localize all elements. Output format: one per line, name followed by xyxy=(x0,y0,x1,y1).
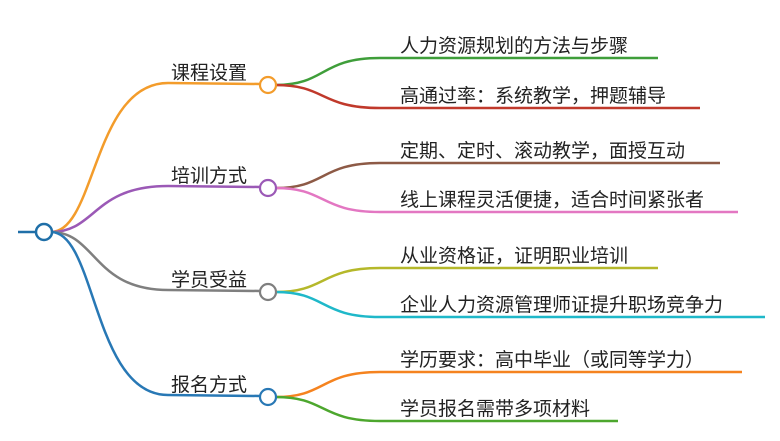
branch-underline-4 xyxy=(167,393,261,398)
branch-underline-2 xyxy=(167,184,261,189)
branch-connector-4 xyxy=(50,230,169,397)
branch-node-1[interactable] xyxy=(258,75,278,95)
leaf-connector-3-1 xyxy=(275,266,381,294)
leaf-connector-4-1 xyxy=(275,370,381,399)
leaf-connector-3-2 xyxy=(275,290,381,319)
mind-map-edges xyxy=(18,56,765,423)
branch-underline-1 xyxy=(167,81,261,86)
leaf-connector-4-2 xyxy=(275,395,381,423)
leaf-connector-2-1 xyxy=(275,161,381,190)
leaf-label-1-2: 高通过率：系统教学，押题辅导 xyxy=(400,85,666,107)
branch-node-3[interactable] xyxy=(258,282,278,302)
branch-label-2: 培训方式 xyxy=(171,165,247,187)
leaf-label-2-2: 线上课程灵活便捷，适合时间紧张者 xyxy=(400,189,704,211)
branch-label-4: 报名方式 xyxy=(171,374,247,396)
branch-connector-1 xyxy=(50,81,169,234)
leaf-connector-1-1 xyxy=(275,56,381,87)
leaf-connector-1-2 xyxy=(275,83,381,110)
root-node[interactable] xyxy=(34,222,54,242)
leaf-label-4-2: 学员报名需带多项材料 xyxy=(400,398,590,420)
branch-node-2[interactable] xyxy=(258,178,278,198)
branch-node-4[interactable] xyxy=(258,387,278,407)
leaf-label-2-1: 定期、定时、滚动教学，面授互动 xyxy=(400,140,685,162)
branch-underline-3 xyxy=(167,288,261,293)
leaf-label-3-2: 企业人力资源管理师证提升职场竞争力 xyxy=(400,294,723,316)
leaf-connector-2-2 xyxy=(275,186,381,214)
leaf-label-4-1: 学历要求：高中毕业（或同等学力） xyxy=(400,349,704,371)
branch-label-1: 课程设置 xyxy=(171,62,247,84)
branch-label-3: 学员受益 xyxy=(171,269,247,291)
branch-connector-2 xyxy=(50,184,169,234)
leaf-label-1-1: 人力资源规划的方法与步骤 xyxy=(400,35,628,57)
branch-connector-3 xyxy=(50,230,169,292)
leaf-label-3-1: 从业资格证，证明职业培训 xyxy=(400,245,628,267)
